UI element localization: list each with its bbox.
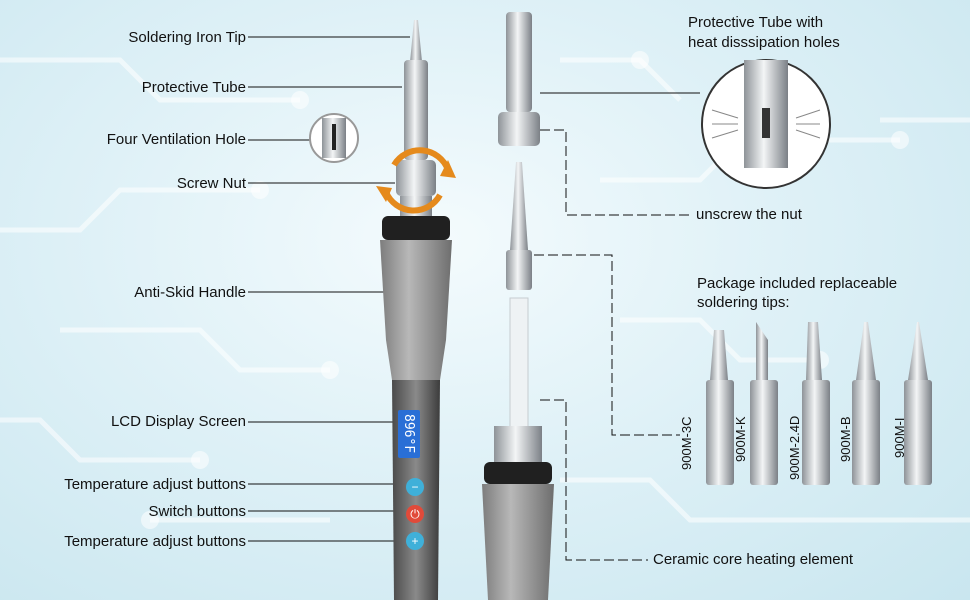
label-tube-holes-2: heat disssipation holes: [688, 34, 840, 51]
label-package-2: soldering tips:: [697, 294, 790, 311]
plus-icon: +: [411, 534, 419, 548]
plus-button[interactable]: +: [406, 532, 424, 550]
tip-label-2-4d: 900M-2.4D: [787, 415, 802, 480]
lcd-reading: 896°F: [401, 414, 416, 454]
ceramic-element: [509, 297, 529, 429]
power-icon: ⏻: [410, 507, 420, 521]
label-temp-adjust-top: Temperature adjust buttons: [64, 476, 246, 493]
iron-nut: [396, 160, 436, 196]
iron-grip: [380, 240, 452, 380]
label-screw-nut: Screw Nut: [176, 175, 246, 192]
iron-tip: [410, 20, 422, 62]
label-temp-adjust-bottom: Temperature adjust buttons: [64, 533, 246, 550]
rotate-arrows-icon: [383, 147, 451, 214]
lcd-screen: [398, 410, 420, 458]
label-unscrew: unscrew the nut: [696, 206, 802, 223]
label-protective-tube: Protective Tube: [141, 79, 246, 96]
exploded-nut: [498, 112, 540, 146]
label-handle: Anti-Skid Handle: [134, 284, 246, 301]
minus-button[interactable]: −: [406, 478, 424, 496]
label-tip: Soldering Iron Tip: [128, 29, 246, 46]
label-switch: Switch buttons: [148, 503, 246, 520]
tip-label-k: 900M-K: [733, 416, 748, 462]
minus-icon: −: [411, 480, 419, 494]
label-tube-holes-1: Protective Tube with: [688, 14, 824, 31]
replaceable-tips: [706, 322, 932, 485]
power-button[interactable]: ⏻: [406, 505, 424, 523]
exploded-tube: [506, 12, 532, 112]
label-package-1: Package included replaceable: [697, 275, 898, 292]
label-ventilation: Four Ventilation Hole: [106, 131, 246, 148]
tip-label-3c: 900M-3C: [679, 416, 694, 470]
tip-label-i: 900M-I: [892, 417, 907, 458]
exploded-tip: [510, 162, 528, 250]
label-lcd: LCD Display Screen: [110, 413, 246, 430]
iron-tube: [404, 60, 428, 160]
label-ceramic: Ceramic core heating element: [653, 551, 854, 568]
tip-label-b: 900M-B: [838, 416, 853, 462]
